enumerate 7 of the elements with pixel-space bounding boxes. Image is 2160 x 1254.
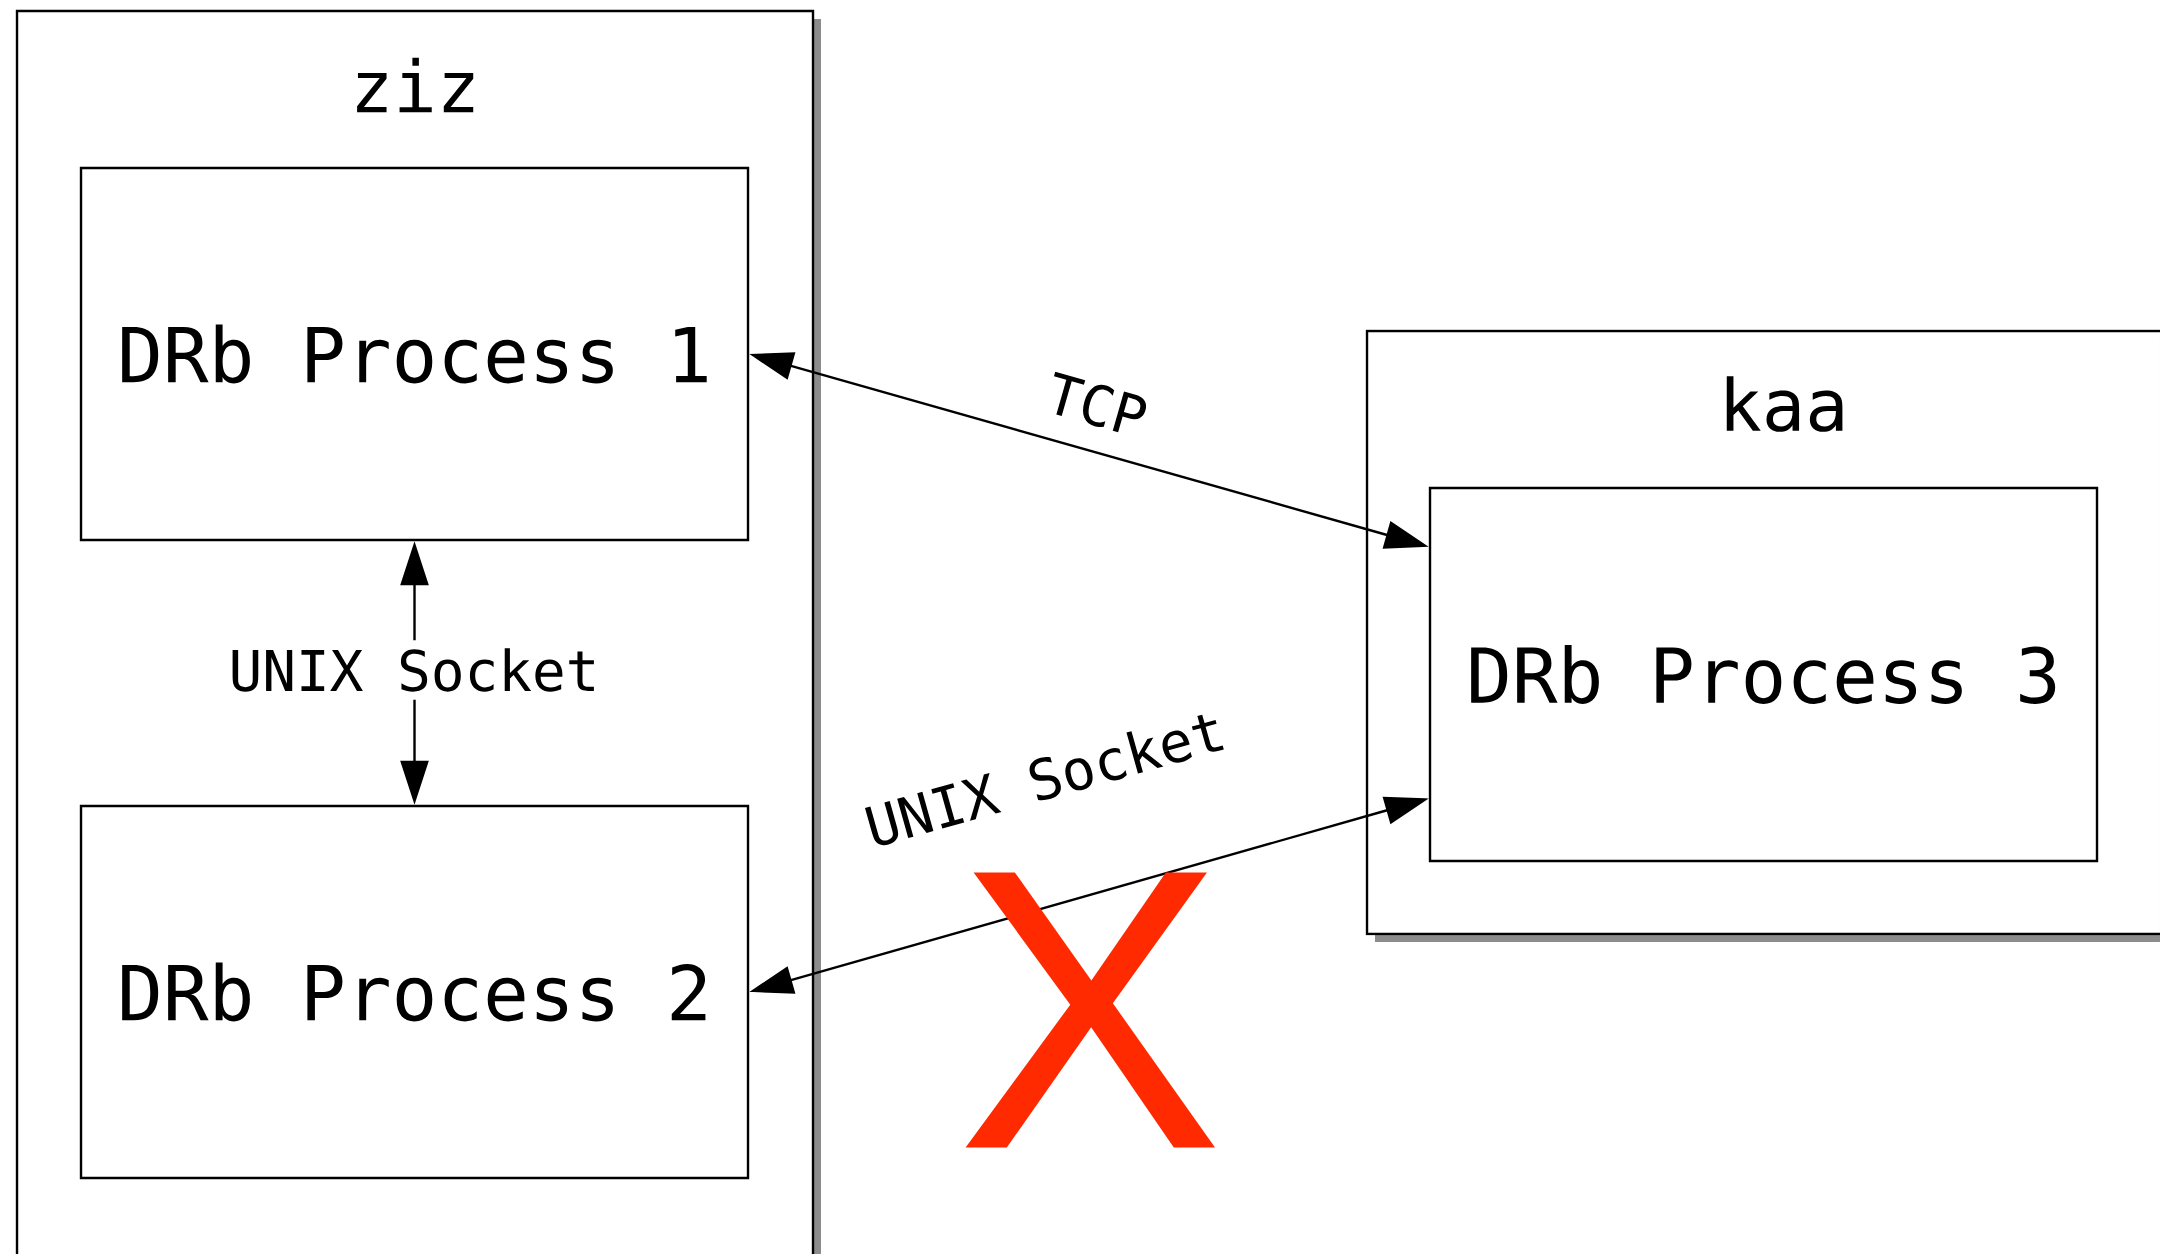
process-box: DRb Process 1	[79, 166, 750, 542]
process-box: DRb Process 2	[79, 804, 750, 1180]
edge-label: TCP	[1053, 371, 1147, 433]
edge-label: UNIX Socket	[220, 640, 608, 700]
cross-mark: X	[965, 872, 1215, 1148]
process-box: DRb Process 3	[1428, 486, 2099, 863]
edge-label: UNIX Socket	[864, 714, 1224, 846]
